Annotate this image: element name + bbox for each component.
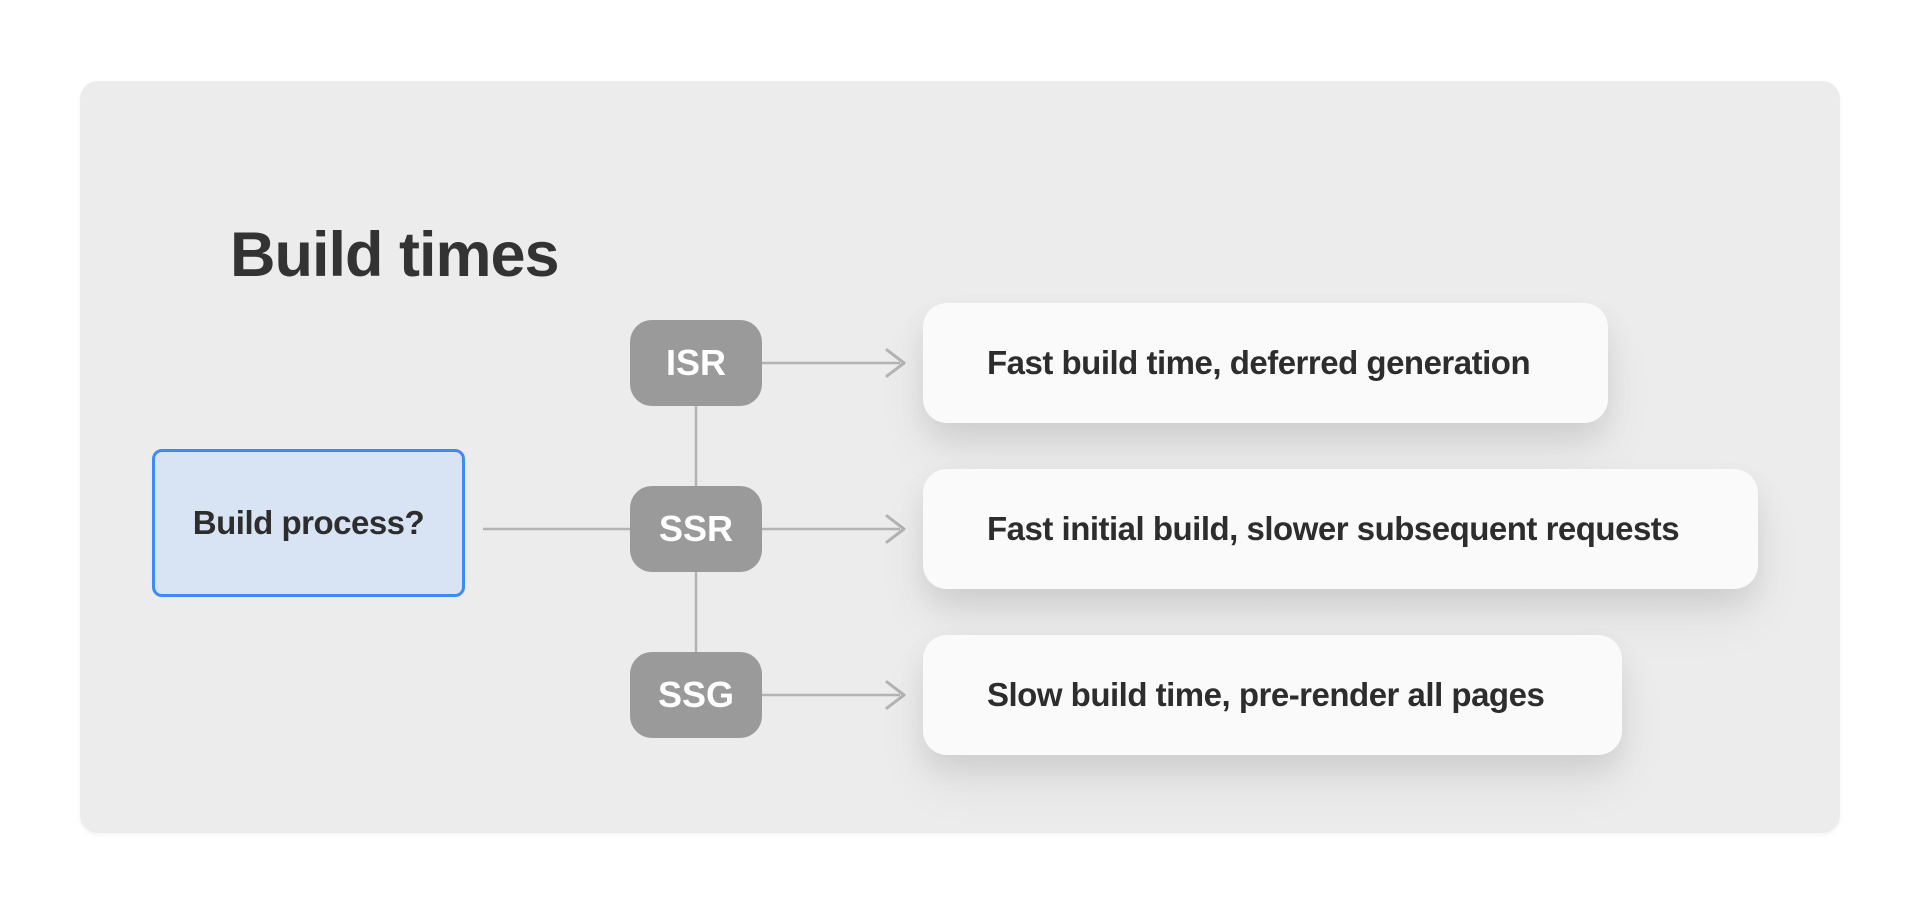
node-isr: ISR	[630, 320, 762, 406]
node-ssr-label: SSR	[658, 508, 734, 549]
node-build-process-label: Build process?	[192, 504, 425, 541]
outcome-ssg: Slow build time, pre-render all pages	[923, 635, 1622, 755]
outcome-isr-label: Fast build time, deferred generation	[987, 344, 1531, 381]
node-ssg-label: SSG	[657, 674, 735, 715]
card-title: Build times	[230, 220, 560, 290]
outcome-ssg-label: Slow build time, pre-render all pages	[987, 676, 1545, 713]
node-isr-label: ISR	[665, 342, 726, 383]
node-ssr: SSR	[630, 486, 762, 572]
node-ssg: SSG	[630, 652, 762, 738]
outcome-ssr-label: Fast initial build, slower subsequent re…	[987, 510, 1680, 547]
node-build-process: Build process?	[152, 449, 465, 597]
outcome-ssr: Fast initial build, slower subsequent re…	[923, 469, 1758, 589]
outcome-isr: Fast build time, deferred generation	[923, 303, 1608, 423]
